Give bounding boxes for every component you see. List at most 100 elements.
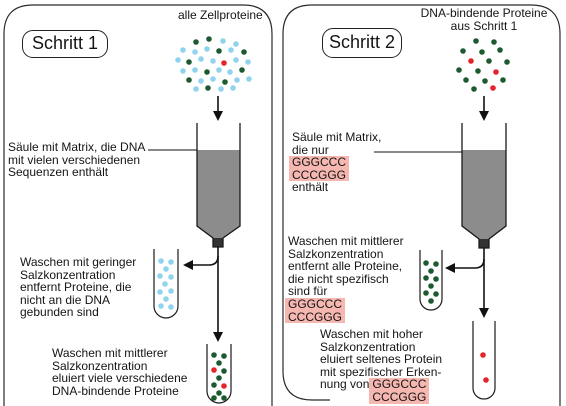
green-protein-dot	[211, 395, 217, 401]
green-protein-dot	[486, 58, 492, 64]
green-protein-dot	[205, 85, 211, 91]
sequence-row: GGGCCC CCCGGG	[289, 156, 381, 182]
label-line: entfernt alle Proteine,	[288, 259, 403, 274]
step1-column-label: Säule mit Matrix, die DNA mit vielen ver…	[8, 141, 145, 179]
blue-protein-dot	[233, 57, 239, 63]
blue-protein-dot	[158, 258, 164, 264]
step2-wash-arrow	[445, 248, 485, 273]
label-line: Säule mit Matrix, die DNA	[8, 140, 146, 154]
green-protein-dot	[206, 36, 212, 42]
label-line: DNA-bindende Proteine	[420, 6, 548, 20]
blue-protein-dot	[168, 304, 174, 310]
blue-protein-dot	[233, 41, 239, 47]
green-protein-dot	[216, 360, 222, 366]
green-protein-dot	[216, 375, 222, 381]
blue-protein-dot	[192, 49, 198, 55]
blue-protein-dot	[180, 47, 186, 53]
green-protein-dot	[241, 49, 247, 55]
blue-protein-dot	[234, 77, 240, 83]
green-protein-dot	[433, 291, 439, 297]
tube-contents	[423, 260, 439, 304]
label-line: Waschen mit mittlerer	[52, 346, 168, 360]
blue-protein-dot	[168, 274, 174, 280]
red-protein-dot	[480, 352, 486, 358]
blue-protein-dot	[193, 86, 199, 92]
green-protein-dot	[479, 49, 485, 55]
green-protein-dot	[433, 276, 439, 282]
tube-contents	[157, 258, 174, 310]
blue-protein-dot	[245, 59, 251, 65]
label-line: eluiert viele verschiedene	[52, 371, 188, 386]
red-protein-dot	[483, 377, 489, 383]
label-line: aus Schritt 1	[450, 18, 518, 33]
step1-low-salt-wash-label: Waschen mit geringer Salzkonzentration e…	[20, 256, 136, 319]
step2-elution-arrow	[479, 259, 489, 318]
blue-protein-dot	[216, 67, 222, 73]
blue-protein-dot	[158, 303, 164, 309]
blue-protein-dot	[163, 296, 169, 302]
step2-medium-salt-wash-label: Waschen mit mittlerer Salzkonzentration …	[285, 234, 404, 324]
sequence-highlight: GGGCCC CCCGGG	[285, 296, 345, 324]
step1-title: Schritt 1	[22, 30, 108, 58]
step2-input-label: DNA-bindende Proteine aus Schritt 1	[404, 7, 564, 32]
green-protein-dot	[211, 352, 217, 358]
sequence-strand: CCCGGG	[288, 309, 342, 324]
step2-panel-border	[282, 4, 561, 406]
step2-wash-tube	[419, 250, 443, 311]
step2-high-salt-elution-label: Waschen mit hoher Salzkonzentration elui…	[320, 328, 442, 404]
blue-protein-dot	[210, 76, 216, 82]
green-protein-dot	[186, 59, 192, 65]
green-protein-dot	[423, 275, 429, 281]
blue-protein-dot	[204, 46, 210, 52]
green-protein-dot	[423, 290, 429, 296]
blue-protein-dot	[168, 259, 174, 265]
step1-protein-mixture	[175, 36, 252, 92]
label-line: Salzkonzentration	[320, 339, 416, 354]
blue-protein-dot	[246, 76, 252, 82]
label-line: Salzkonzentration	[20, 267, 116, 282]
green-protein-dot	[428, 268, 434, 274]
blue-protein-dot	[157, 273, 163, 279]
red-protein-dot	[493, 69, 499, 75]
label-line: gebunden sind	[20, 305, 99, 320]
label-line: Salzkonzentration	[288, 246, 384, 261]
step1-panel-border	[3, 4, 273, 406]
step2-load-arrow	[479, 96, 489, 121]
green-protein-dot	[221, 353, 227, 359]
label-line: mit spezifischer Erken-	[320, 364, 442, 379]
green-protein-dot	[428, 298, 434, 304]
blue-protein-dot	[163, 266, 169, 272]
step1-elution-arrow	[213, 256, 223, 342]
tube-contents	[211, 352, 227, 401]
label-line: Waschen mit geringer	[20, 255, 137, 269]
blue-protein-dot	[218, 86, 224, 92]
green-protein-dot	[500, 77, 506, 83]
green-protein-dot	[433, 261, 439, 267]
blue-protein-dot	[192, 67, 198, 73]
green-protein-dot	[211, 382, 217, 388]
green-protein-dot	[473, 38, 479, 44]
green-protein-dot	[463, 77, 469, 83]
label-line: Säule mit Matrix,	[292, 130, 382, 144]
sequence-highlight: GGGCCC CCCGGG	[289, 156, 349, 182]
green-protein-dot	[504, 59, 510, 65]
green-protein-dot	[221, 395, 227, 401]
sequence-strand: GGGCCC	[288, 296, 342, 311]
step2-column-label: Säule mit Matrix, die nur GGGCCC CCCGGG …	[289, 130, 382, 194]
green-protein-dot	[475, 68, 481, 74]
step2-protein-mixture	[456, 38, 510, 92]
label-line: die nur	[292, 142, 329, 157]
red-protein-dot	[468, 58, 474, 64]
green-protein-dot	[482, 78, 488, 84]
step1-input-label: alle Zellproteine	[178, 8, 263, 22]
label-line: Waschen mit hoher	[320, 327, 423, 341]
blue-protein-dot	[157, 289, 163, 295]
red-protein-dot	[221, 60, 227, 66]
step2-dna-column	[461, 123, 507, 249]
label-line: Waschen mit mittlerer	[288, 234, 404, 248]
label-line: Sequenzen enthält	[8, 165, 109, 180]
blue-protein-dot	[220, 38, 226, 44]
green-protein-dot	[456, 67, 462, 73]
red-protein-dot	[211, 367, 217, 373]
